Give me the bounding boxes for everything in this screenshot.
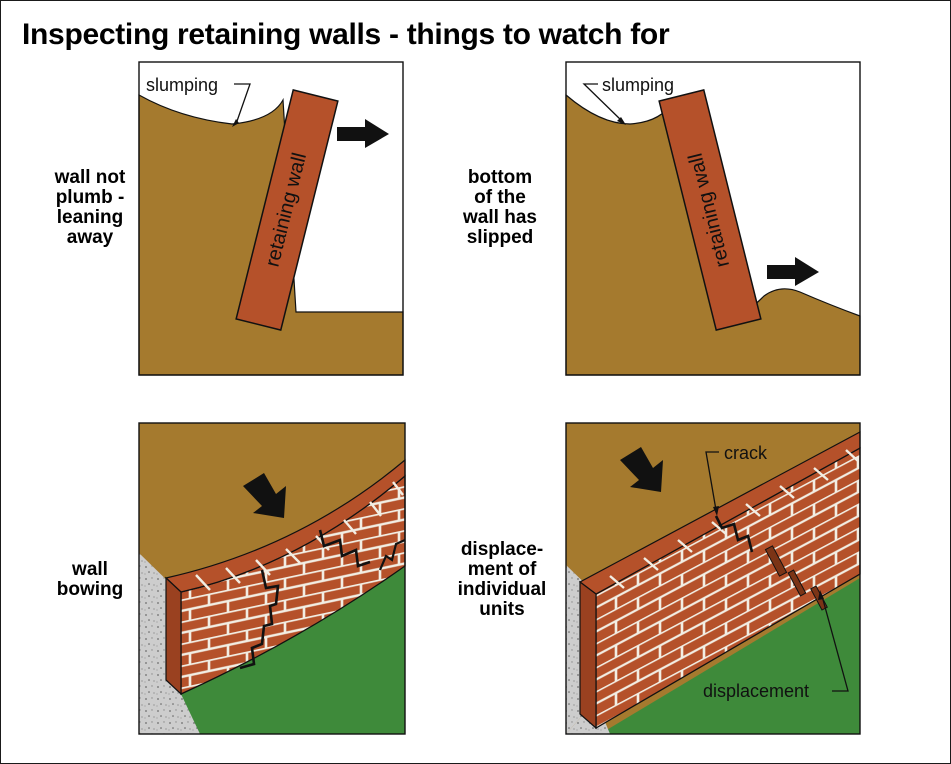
panel-3-border xyxy=(138,422,406,735)
panel-4-label-line: ment of xyxy=(467,559,537,580)
panel-4-label-line: units xyxy=(479,599,525,620)
panel-2-label-line: wall has xyxy=(463,207,537,228)
grass xyxy=(181,566,405,734)
callout-leader xyxy=(582,83,623,122)
stepped-crack xyxy=(378,538,406,571)
panel-3-label: wall bowing xyxy=(42,560,138,600)
cap-joints xyxy=(609,449,859,589)
arrow-right-icon xyxy=(767,257,819,286)
callout-leader xyxy=(234,83,251,125)
gravel xyxy=(139,694,200,734)
panel-4-border xyxy=(565,422,861,735)
callout-slumping: slumping xyxy=(602,75,674,95)
callout-displacement: displacement xyxy=(703,681,809,701)
panel-2-border xyxy=(565,61,861,376)
diagonal-arrow-icon xyxy=(243,473,286,518)
brick-wall-end xyxy=(579,580,597,730)
arrow-right-icon xyxy=(337,119,389,148)
grass xyxy=(600,578,860,734)
panel-1-label-line: plumb - xyxy=(55,187,125,208)
page-title: Inspecting retaining walls - things to w… xyxy=(22,18,670,51)
callout-leader xyxy=(821,595,849,692)
callout-crack: crack xyxy=(724,443,768,463)
panel-2-label: bottom of the wall has slipped xyxy=(450,168,550,248)
panel-4-label-line: individual xyxy=(457,579,547,600)
displaced-brick xyxy=(787,569,807,597)
panel-2-label-line: slipped xyxy=(466,227,534,248)
displaced-brick xyxy=(764,545,788,577)
panel-2-label-line: of the xyxy=(474,187,526,208)
panel-1-label-line: away xyxy=(66,227,114,248)
stepped-crack xyxy=(239,569,280,670)
panel-3-bowing-wall xyxy=(138,422,406,735)
crack-line xyxy=(714,515,754,553)
panel-4-label-line: displace- xyxy=(460,539,544,560)
panel-3-label-line: bowing xyxy=(56,579,124,600)
leader-arrowhead xyxy=(818,590,824,600)
panel-2-slipped-wall: retaining wall slumping xyxy=(565,61,861,376)
leader-arrowhead xyxy=(232,119,239,127)
panel-1-label-line: leaning xyxy=(56,207,124,228)
leader-arrowhead xyxy=(617,117,626,125)
brick-wall-end xyxy=(165,576,182,696)
callout-leader xyxy=(705,451,719,511)
leader-arrowhead xyxy=(713,506,719,516)
panel-2-label-line: bottom xyxy=(467,167,533,188)
panel-4-displaced-units: crack displacement xyxy=(565,422,861,735)
panel-1-label: wall not plumb - leaning away xyxy=(42,168,138,248)
retaining-wall xyxy=(658,89,762,331)
panel-1-leaning-wall: retaining wall slumping xyxy=(138,61,404,376)
panel-1-border xyxy=(138,61,404,376)
panel-3-label-line: wall xyxy=(72,559,108,580)
panel-1-label-line: wall not xyxy=(54,167,126,188)
retaining-wall xyxy=(235,89,339,331)
panel-4-label: displace- ment of individual units xyxy=(446,540,558,620)
diagonal-arrow-icon xyxy=(620,447,663,492)
callout-slumping: slumping xyxy=(146,75,218,95)
stepped-crack xyxy=(318,529,371,568)
